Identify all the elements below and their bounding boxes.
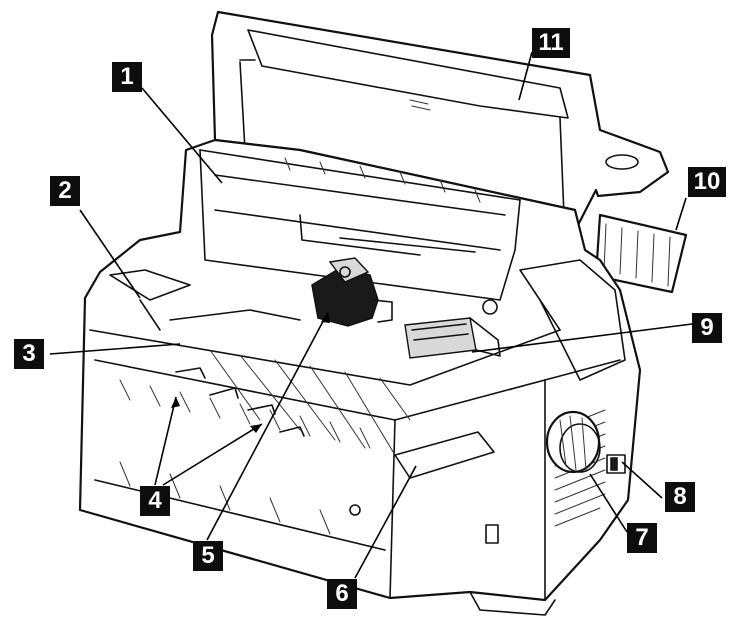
paper-separator	[594, 213, 688, 294]
callout-2: 2	[50, 176, 80, 206]
print-head	[311, 257, 393, 327]
callout-6: 6	[327, 579, 357, 609]
callout-3: 3	[14, 339, 44, 369]
callout-8: 8	[665, 482, 695, 512]
arrowhead-icon	[250, 424, 262, 433]
leader-lines	[49, 51, 693, 579]
printer-body	[78, 138, 642, 616]
callout-5: 5	[193, 541, 223, 571]
arrowhead-icon	[321, 312, 330, 323]
platen-knob	[545, 410, 601, 474]
callout-4: 4	[140, 486, 170, 516]
callout-10: 10	[688, 167, 726, 197]
label-area	[394, 431, 495, 479]
callout-1: 1	[112, 62, 142, 92]
arrowhead-icon	[171, 397, 180, 408]
callout-9: 9	[692, 313, 722, 343]
callout-7: 7	[627, 523, 657, 553]
callout-11: 11	[532, 28, 570, 58]
